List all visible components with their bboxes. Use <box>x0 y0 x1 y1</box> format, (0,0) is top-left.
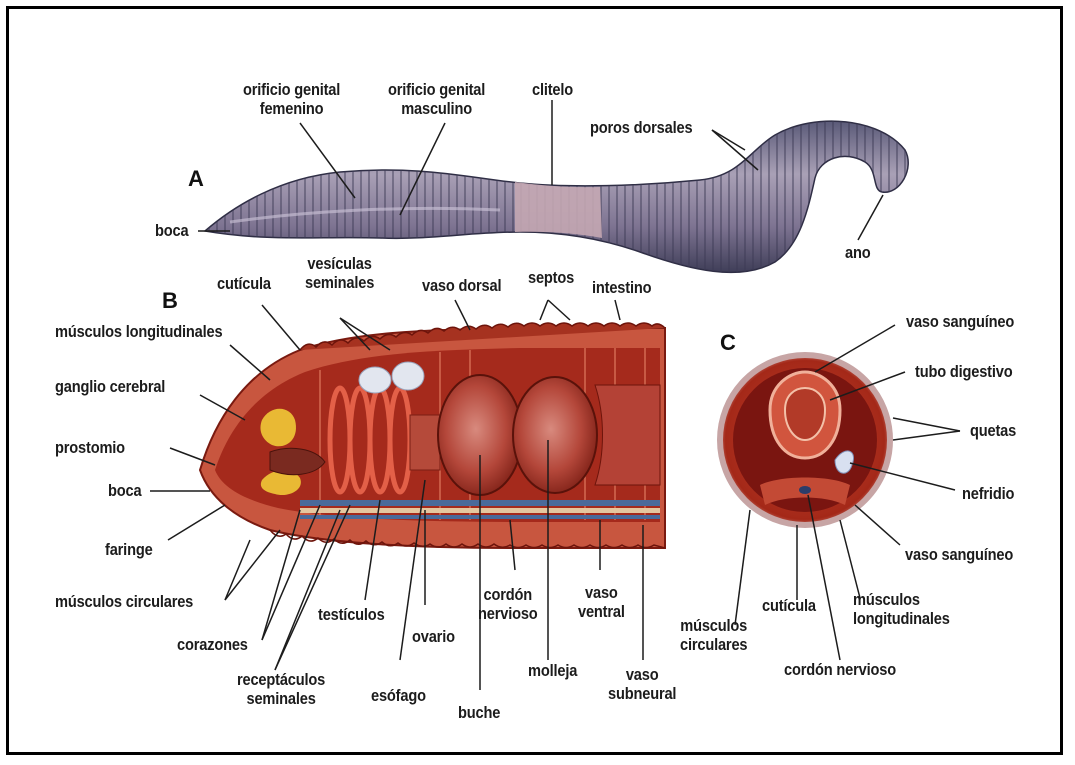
label-line: seminales <box>305 273 374 292</box>
label-orificio-femenino: orificio genital femenino <box>243 80 340 118</box>
label-musculos-circulares-c: músculos circulares <box>680 616 747 654</box>
label-line: músculos <box>853 590 950 609</box>
label-vaso-ventral: vaso ventral <box>578 583 625 621</box>
label-vaso-sanguineo-bottom: vaso sanguíneo <box>905 545 1013 564</box>
label-vesiculas: vesículas seminales <box>305 254 374 292</box>
label-musculos-circulares-b: músculos circulares <box>55 592 193 611</box>
label-line: masculino <box>388 99 485 118</box>
label-cordon-nervioso-c: cordón nervioso <box>784 660 896 679</box>
label-boca-b: boca <box>108 481 141 500</box>
label-cordon-nervioso-b: cordón nervioso <box>478 585 538 623</box>
label-testiculos: testículos <box>318 605 385 624</box>
label-ovario: ovario <box>412 627 455 646</box>
label-septos: septos <box>528 268 574 287</box>
label-molleja: molleja <box>528 661 577 680</box>
label-cuticula-c: cutícula <box>762 596 816 615</box>
gizzard-shape <box>513 377 597 493</box>
label-faringe: faringe <box>105 540 153 559</box>
label-clitelo: clitelo <box>532 80 573 99</box>
clitellum <box>515 182 602 238</box>
label-line: orificio genital <box>388 80 485 99</box>
label-receptaculos: receptáculos seminales <box>237 670 325 708</box>
label-esofago: esófago <box>371 686 426 705</box>
label-line: ventral <box>578 602 625 621</box>
label-line: circulares <box>680 635 747 654</box>
label-cuticula-b: cutícula <box>217 274 271 293</box>
label-line: longitudinales <box>853 609 950 628</box>
label-line: nervioso <box>478 604 538 623</box>
label-ganglio-cerebral: ganglio cerebral <box>55 377 165 396</box>
label-line: vaso <box>608 665 676 684</box>
label-vaso-subneural: vaso subneural <box>608 665 676 703</box>
label-line: subneural <box>608 684 676 703</box>
label-quetas: quetas <box>970 421 1016 440</box>
label-nefridio: nefridio <box>962 484 1014 503</box>
label-boca-a: boca <box>155 221 188 240</box>
label-line: músculos <box>680 616 747 635</box>
label-ano: ano <box>845 243 870 262</box>
label-vaso-sanguineo-top: vaso sanguíneo <box>906 312 1014 331</box>
worm-section <box>200 323 665 548</box>
label-line: cordón <box>478 585 538 604</box>
label-line: orificio genital <box>243 80 340 99</box>
label-poros-dorsales: poros dorsales <box>590 118 692 137</box>
label-musculos-longitudinales-c: músculos longitudinales <box>853 590 950 628</box>
label-vaso-dorsal: vaso dorsal <box>422 276 501 295</box>
label-prostomio: prostomio <box>55 438 125 457</box>
label-tubo-digestivo: tubo digestivo <box>915 362 1013 381</box>
label-corazones: corazones <box>177 635 248 654</box>
section-label-b: B <box>162 288 178 314</box>
label-orificio-masculino: orificio genital masculino <box>388 80 485 118</box>
cross-section <box>720 355 890 525</box>
label-buche: buche <box>458 703 500 722</box>
label-line: femenino <box>243 99 340 118</box>
worm-external <box>205 121 908 272</box>
label-line: seminales <box>237 689 325 708</box>
label-line: vesículas <box>305 254 374 273</box>
label-intestino: intestino <box>592 278 651 297</box>
label-musculos-longitudinales-b: músculos longitudinales <box>55 322 222 341</box>
label-line: vaso <box>578 583 625 602</box>
label-line: receptáculos <box>237 670 325 689</box>
section-label-c: C <box>720 330 736 356</box>
section-label-a: A <box>188 166 204 192</box>
